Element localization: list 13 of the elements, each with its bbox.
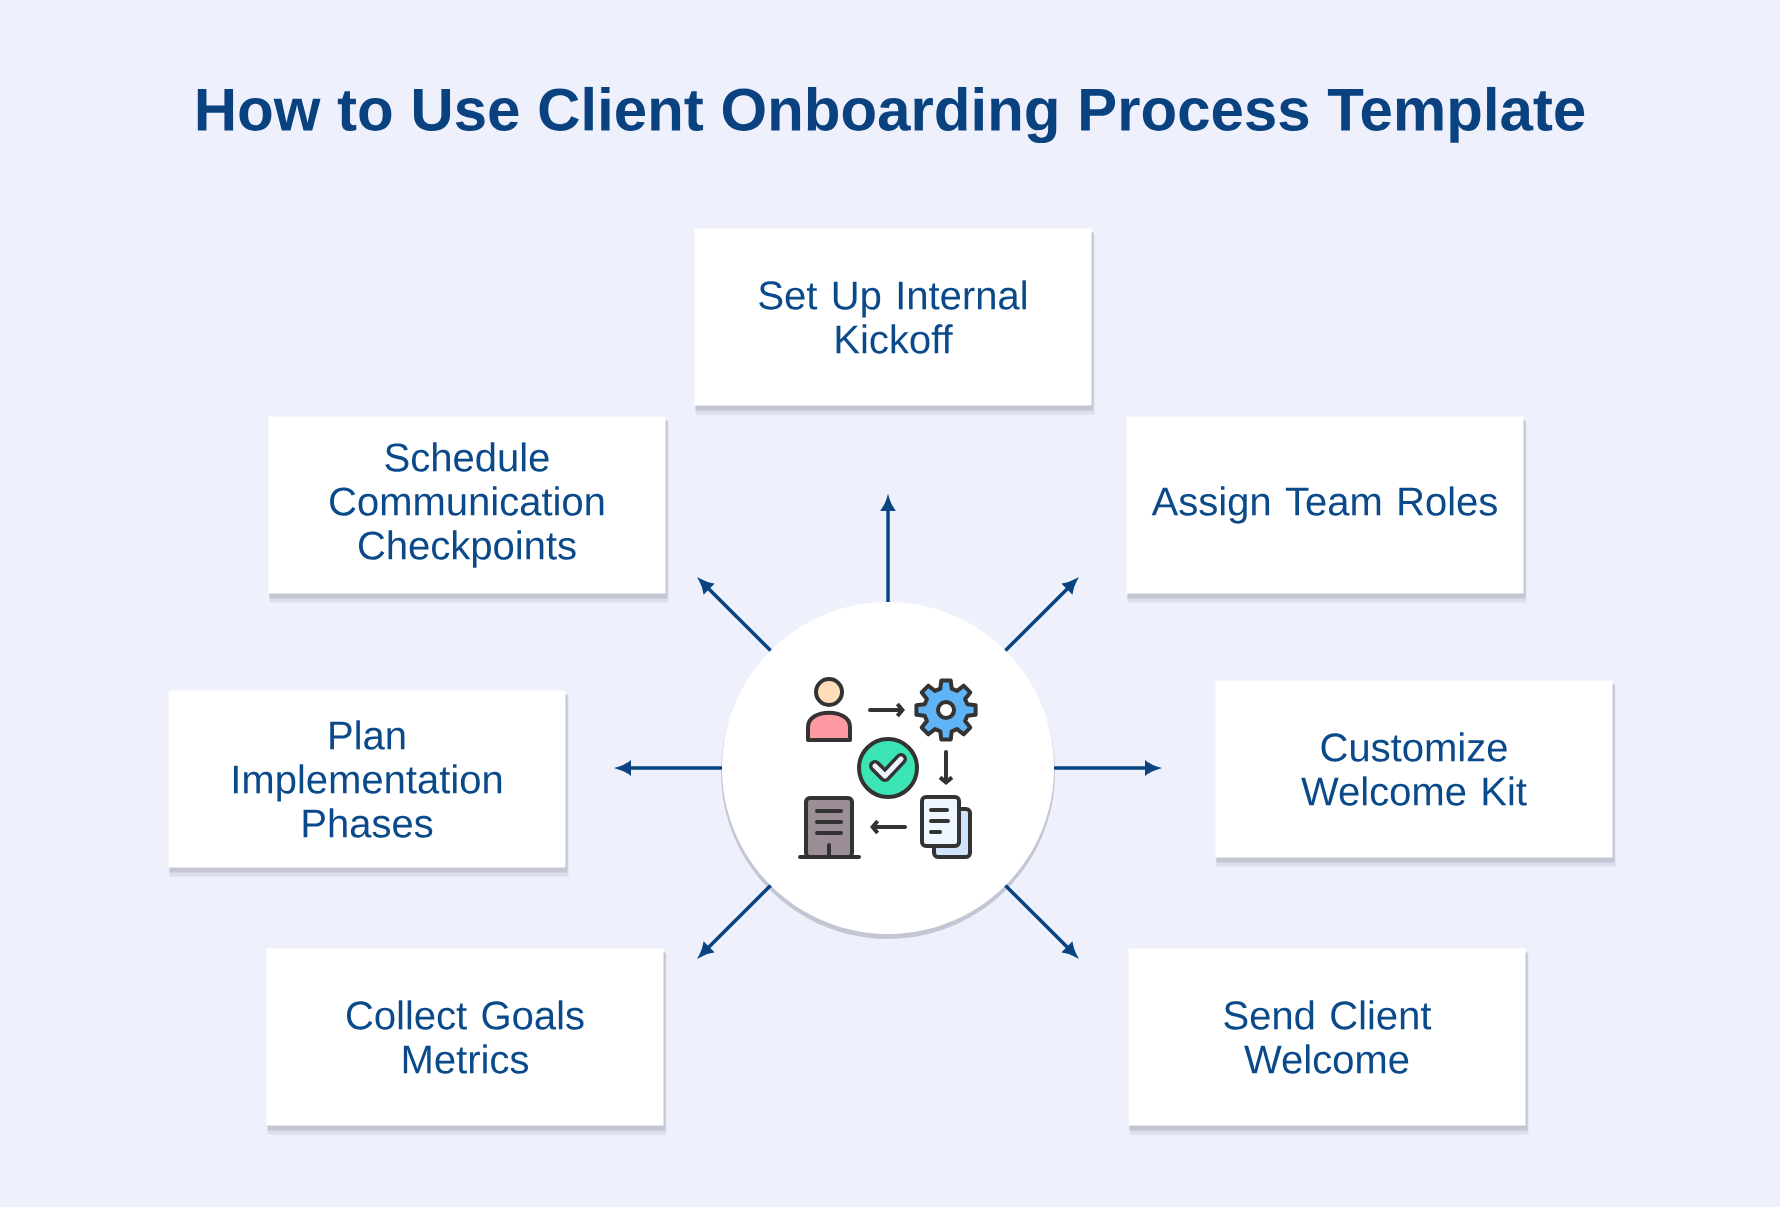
step-box: Set Up Internal Kickoff [694,228,1095,415]
step-box: Assign Team Roles [1126,416,1527,603]
step-box: Plan Implementation Phases [168,690,569,877]
title: How to Use Client Onboarding Process Template [197,86,1585,144]
step-box: Customize Welcome Kit [1215,680,1616,867]
step-box: Collect Goals Metrics [266,948,667,1135]
arrow [1004,579,1077,652]
arrow [1004,884,1077,957]
arrow [1054,761,1159,775]
arrow [699,884,772,957]
arrow [699,579,772,652]
step-box: Send Client Welcome [1128,948,1529,1135]
step-box: Schedule Communication Checkpoints [268,416,669,603]
